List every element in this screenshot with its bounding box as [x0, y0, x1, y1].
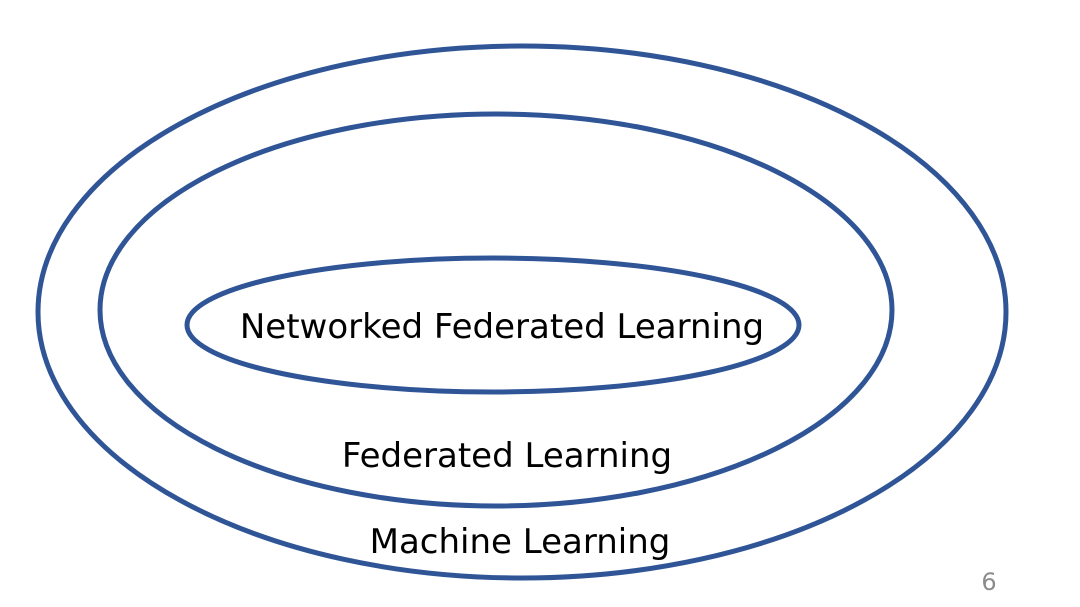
networked-federated-learning-label: Networked Federated Learning — [240, 307, 764, 347]
networked-federated-learning-ellipse — [184, 255, 802, 395]
page-number: 6 — [981, 568, 996, 596]
machine-learning-label: Machine Learning — [370, 522, 671, 562]
machine-learning-ellipse — [35, 43, 1009, 581]
federated-learning-ellipse — [97, 111, 895, 509]
federated-learning-label: Federated Learning — [342, 436, 672, 476]
